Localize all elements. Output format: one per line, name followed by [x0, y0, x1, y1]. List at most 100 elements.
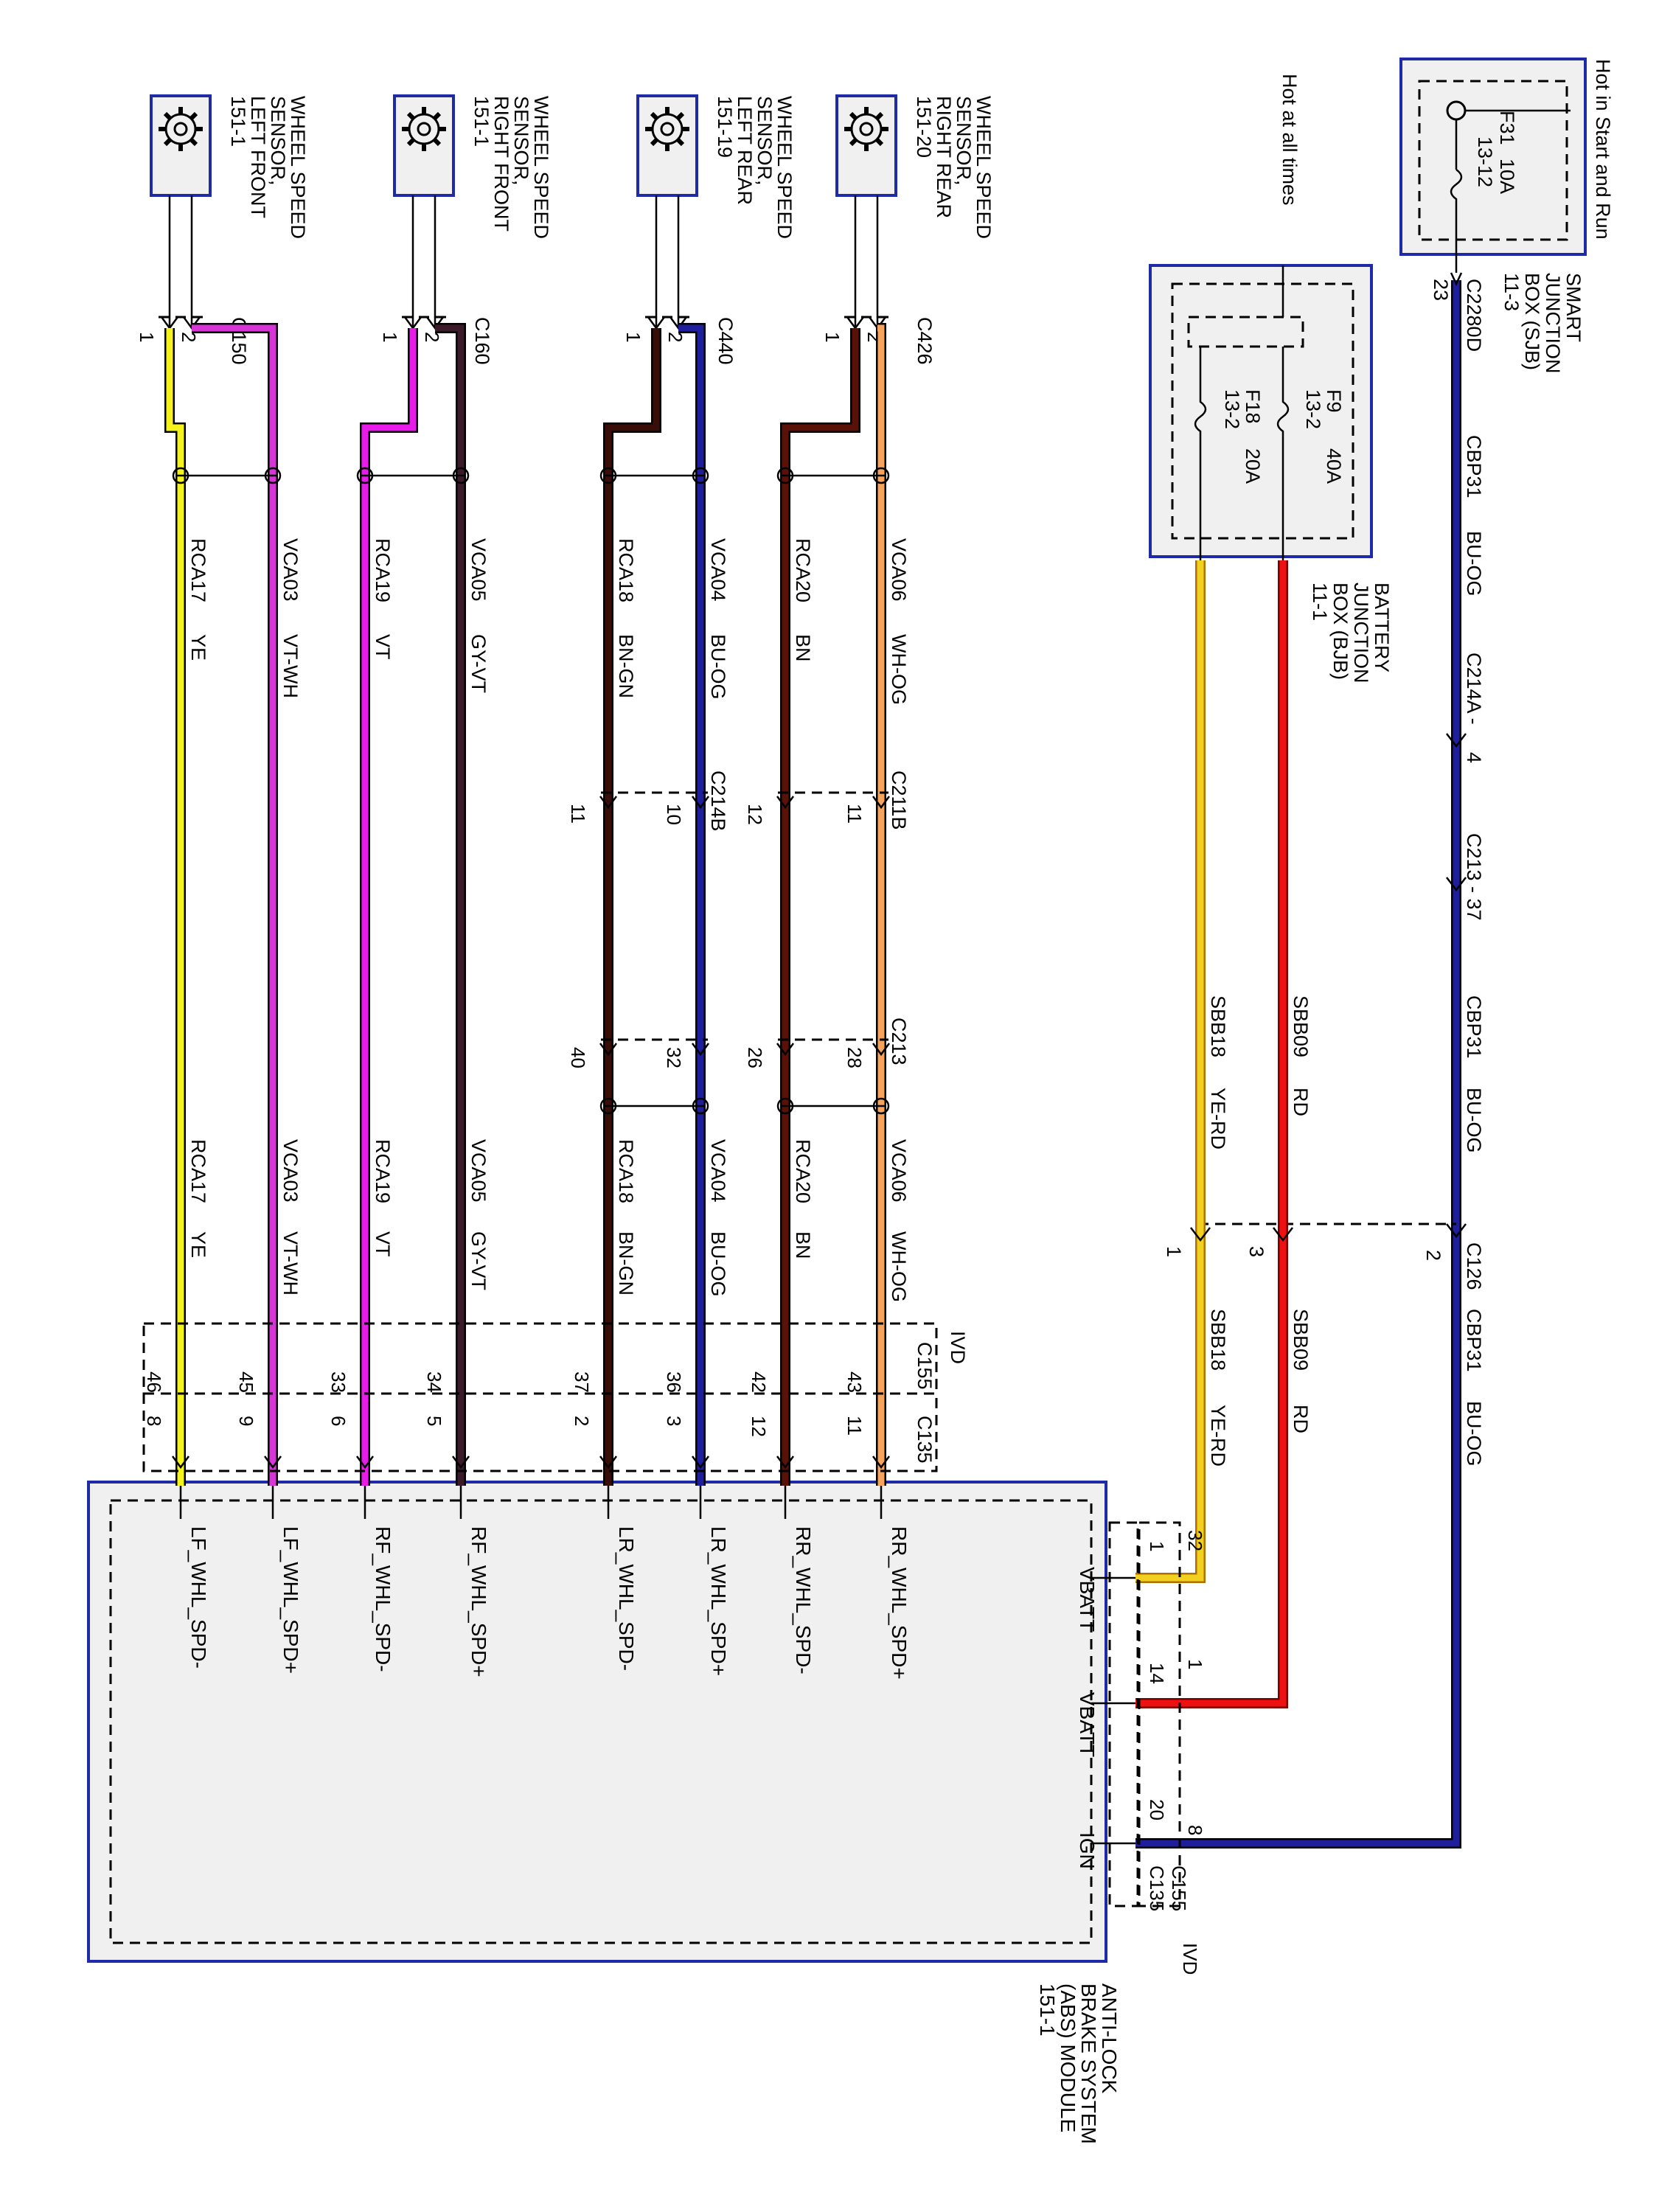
- module-pin-ign: IGN: [1076, 1832, 1099, 1869]
- sensor-1-label-3: 151-19: [714, 96, 736, 158]
- c213-1-arrow-neg: [599, 1043, 618, 1057]
- c126-ign-pin: 2: [1422, 1250, 1444, 1261]
- c155-pin-rca20: 42: [748, 1371, 770, 1393]
- sensor-0-twist-end2: [776, 467, 794, 484]
- c2280d-label: C2280D: [1463, 279, 1485, 352]
- sensor-1-twist2-end: [692, 1097, 709, 1115]
- circuit2-vca04: VCA04: [707, 1139, 729, 1203]
- color2-vca03: VT-WH: [279, 1231, 302, 1295]
- smart-junction-box: Hot in Start and Run F31 10A 13-12 SMART…: [1399, 58, 1614, 374]
- ivd-right-label: IVD: [1179, 1943, 1201, 1975]
- wire-vca05-outline: [435, 323, 466, 1486]
- module-label-2: BRAKE SYSTEM: [1077, 1983, 1100, 2144]
- ign-circuit: CBP31 BU-OG C214A - 4 C213 - 37 CBP31 BU…: [1135, 272, 1485, 1848]
- c135-pin-vca03: 9: [235, 1416, 257, 1426]
- sjb-label-1: SMART: [1562, 273, 1585, 342]
- module-arrow-vca06: [872, 1455, 891, 1470]
- color-rca18: BN-GN: [615, 634, 637, 698]
- wire-vca04: [678, 324, 704, 1486]
- c213-0-arrow-pos: [872, 1043, 891, 1057]
- wire-vca03: [192, 324, 276, 1486]
- abs-module: VBATT VBATT IGN ANTI-LOCK BRAKE SYSTEM (…: [87, 1481, 1135, 2144]
- sensor-0-twist2-end2: [776, 1097, 794, 1115]
- c135-right-label: C135: [1146, 1865, 1168, 1911]
- sensor-1-label-1: SENSOR,: [754, 96, 776, 186]
- fuse-f9-rating: 40A: [1323, 448, 1345, 484]
- sensor-3-label-1: SENSOR,: [267, 96, 289, 186]
- wire-vca03-outline: [192, 323, 278, 1486]
- circuit2-rca17: RCA17: [187, 1139, 209, 1203]
- fuse-f9-ref: 13-2: [1302, 389, 1324, 429]
- sbb18-c126-pin: 1: [1163, 1246, 1185, 1257]
- bjb-note: Hot at all times: [1279, 74, 1301, 206]
- c155-band: [142, 1322, 938, 1395]
- sensor-0-label-2: RIGHT REAR: [933, 96, 955, 218]
- c155-pin-vca04: 36: [663, 1371, 685, 1393]
- sensor-2-twist-end2: [356, 467, 374, 484]
- circuit2-rca19: RCA19: [372, 1139, 394, 1203]
- sensor-3-twist-end: [264, 467, 282, 484]
- ign-color-label-3: BU-OG: [1463, 1401, 1485, 1467]
- c135-pin-vca06: 11: [844, 1416, 866, 1436]
- c155-pin-rca18: 37: [571, 1371, 593, 1393]
- ign-wire: [1135, 280, 1460, 1847]
- sensor-1-label-0: WHEEL SPEED: [773, 96, 796, 239]
- c213-0-arrow-neg: [776, 1043, 795, 1057]
- sensor-1-connector: C440: [714, 317, 737, 365]
- color2-rca18: BN-GN: [615, 1231, 637, 1295]
- c135-band: [142, 1392, 938, 1472]
- c155-pin-vca03: 45: [235, 1371, 257, 1393]
- sensor-0-twist2-end: [872, 1097, 890, 1115]
- sensor-2-connector: C160: [471, 317, 493, 365]
- sensor-0-label-3: 151-20: [913, 96, 935, 158]
- wire-rca20: [782, 328, 859, 1486]
- sbb18-c155-pin: 32: [1184, 1530, 1206, 1551]
- sjb-note: Hot in Start and Run: [1592, 59, 1614, 240]
- sensor-0-connector: C426: [914, 317, 936, 365]
- color-vca06: WH-OG: [888, 634, 910, 705]
- circuit2-vca03: VCA03: [279, 1139, 302, 1203]
- c213-pin-neg-0: 26: [744, 1047, 766, 1068]
- color-rca17: YE: [187, 634, 209, 661]
- sensor-3-label-0: WHEEL SPEED: [287, 96, 309, 239]
- sbb09-c155-pin: 1: [1184, 1659, 1206, 1669]
- bjb-label-3: BOX (BJB): [1329, 582, 1352, 680]
- sensor-2-twist-end: [452, 467, 470, 484]
- ign-color-label: BU-OG: [1463, 531, 1485, 597]
- module-arrow-vca04: [691, 1455, 710, 1470]
- sensor-2-label-2: RIGHT FRONT: [490, 96, 512, 232]
- battery-circuits: SBB09 RD 3 SBB09 RD SBB18 YE-RD 1 SBB18 …: [1135, 560, 1312, 1708]
- circuit2-rca18: RCA18: [615, 1139, 637, 1203]
- circuit-vca03: VCA03: [279, 538, 302, 602]
- sensor-2-pin-neg: 1: [379, 332, 401, 342]
- module-label-1: ANTI-LOCK: [1098, 1983, 1121, 2094]
- inline-connector-0: C211B: [888, 771, 910, 830]
- circuit2-rca20: RCA20: [792, 1139, 814, 1203]
- module-pin-rr_whl_spd+: RR_WHL_SPD+: [888, 1526, 911, 1680]
- sensor-1-twist-end: [692, 467, 709, 484]
- color2-vca04: BU-OG: [707, 1231, 729, 1297]
- sensor-2-pin-pos: 2: [421, 332, 443, 342]
- sjb-label-3: BOX (SJB): [1521, 273, 1543, 370]
- circuit-vca06: VCA06: [888, 538, 910, 602]
- c135-pin-rca20: 12: [748, 1416, 770, 1437]
- module-power-connectors: 32 1 1 14 8 20 C155 C135 IVD: [1108, 1521, 1206, 1975]
- wire-rca18: [605, 328, 660, 1486]
- c155-right-label: C155: [1168, 1865, 1190, 1911]
- sensor-0-label-1: SENSOR,: [953, 96, 975, 186]
- circuit-rca18: RCA18: [615, 538, 637, 602]
- color-vca04: BU-OG: [707, 634, 729, 700]
- ivd-left-label: IVD: [947, 1331, 969, 1364]
- fuse-f18-rating: 20A: [1242, 448, 1264, 484]
- sbb09-color-2: RD: [1290, 1405, 1312, 1433]
- ign-c135-pin: 20: [1146, 1799, 1168, 1820]
- sensor-2-label-0: WHEEL SPEED: [530, 96, 552, 239]
- circuit2-vca05: VCA05: [467, 1139, 490, 1203]
- fuse-f31-ref: 13-12: [1474, 136, 1496, 187]
- ign-circuit-label-3: CBP31: [1463, 1309, 1485, 1372]
- circuit-vca05: VCA05: [467, 538, 490, 602]
- c155-pin-vca06: 43: [844, 1371, 866, 1393]
- sensor-0-twist-end: [872, 467, 890, 484]
